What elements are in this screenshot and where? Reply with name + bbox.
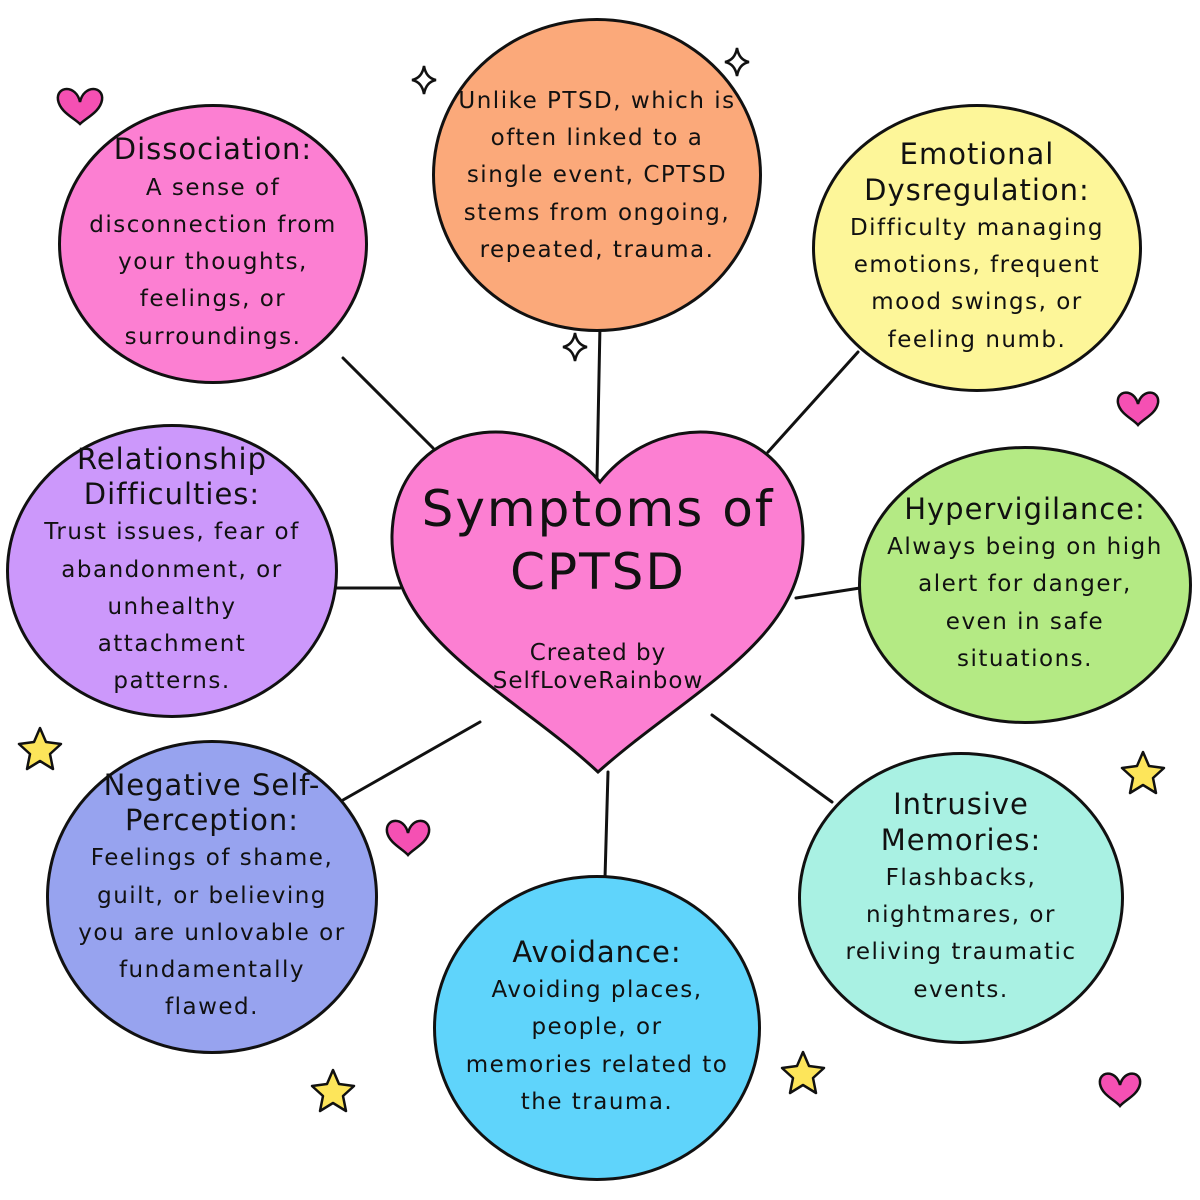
bubble-title: Negative Self-Perception:: [103, 767, 321, 837]
center-heart-shape: [390, 430, 805, 775]
bubble-title: Avoidance:: [512, 934, 682, 969]
bubble-text: Trust issues, fear of abandonment, or un…: [44, 519, 300, 695]
bubble-emotional-dysregulation: Emotional Dysregulation: Difficulty mana…: [812, 104, 1142, 392]
connector-line-bottom-right: [710, 713, 834, 804]
bubble-ptsd-vs-cptsd: Unlike PTSD, which is often linked to a …: [432, 18, 762, 332]
connector-line-right: [794, 586, 862, 600]
bubble-relationship-difficulties: Relationship Difficulties: Trust issues,…: [6, 424, 338, 718]
connector-line-top: [595, 323, 602, 480]
bubble-dissociation: Dissociation: A sense of disconnection f…: [58, 104, 368, 384]
bubble-text: Difficulty managing emotions, frequent m…: [849, 214, 1105, 353]
star-icon: [1120, 750, 1166, 795]
bubble-text: Unlike PTSD, which is often linked to a …: [458, 87, 736, 263]
connector-line-top-right: [766, 350, 860, 454]
diagram-title: Symptoms of CPTSD: [421, 480, 775, 601]
connector-line-top-left: [341, 356, 435, 450]
bubble-text: A sense of disconnection from your thoug…: [89, 174, 337, 350]
bubble-title: Hypervigilance:: [904, 491, 1146, 526]
heart-icon: [1116, 391, 1160, 427]
bubble-title: Relationship Difficulties:: [76, 441, 268, 511]
star-icon: [310, 1068, 356, 1113]
heart-icon: [1098, 1072, 1142, 1108]
bubble-intrusive-memories: Intrusive Memories: Flashbacks, nightmar…: [798, 752, 1124, 1044]
heart-icon: [385, 819, 431, 857]
bubble-title: Emotional Dysregulation:: [864, 137, 1090, 207]
sparkle-icon: [724, 47, 750, 77]
bubble-title: Intrusive Memories:: [880, 787, 1042, 857]
connector-line-bottom: [603, 770, 610, 880]
bubble-text: Feelings of shame, guilt, or believing y…: [78, 845, 346, 1021]
bubble-title: Dissociation:: [113, 132, 313, 167]
connector-line-bottom-left: [341, 720, 482, 802]
bubble-hypervigilance: Hypervigilance: Always being on high ale…: [858, 446, 1192, 724]
sparkle-icon: [411, 65, 437, 95]
sparkle-icon: [562, 332, 588, 362]
credit-text: Created by SelfLoveRainbow: [492, 640, 704, 694]
bubble-text: Flashbacks, nightmares, or reliving trau…: [845, 864, 1077, 1003]
bubble-text: Avoiding places, people, or memories rel…: [465, 977, 729, 1115]
bubble-negative-self-perception: Negative Self-Perception: Feelings of sh…: [46, 740, 378, 1054]
bubble-text: Always being on high alert for danger, e…: [887, 534, 1163, 672]
star-icon: [780, 1050, 826, 1095]
bubble-avoidance: Avoidance: Avoiding places, people, or m…: [433, 875, 761, 1181]
star-icon: [17, 726, 63, 771]
heart-icon: [56, 87, 104, 126]
